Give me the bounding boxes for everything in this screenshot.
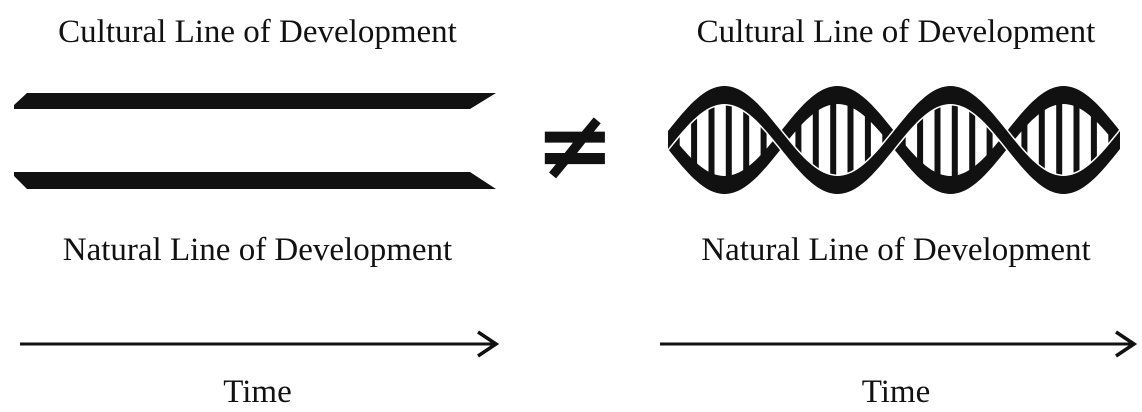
base-pair bbox=[917, 110, 924, 170]
right-arrow-icon bbox=[660, 330, 1138, 358]
base-pair bbox=[951, 95, 958, 185]
base-pair bbox=[725, 95, 732, 185]
base-pair bbox=[1090, 110, 1097, 170]
base-pair bbox=[1073, 97, 1080, 183]
base-pair bbox=[691, 110, 698, 170]
base-pair bbox=[1056, 95, 1063, 185]
time-label: Time bbox=[223, 374, 292, 410]
time-label: Time bbox=[861, 374, 931, 410]
cultural-line-label: Cultural Line of Development bbox=[58, 14, 457, 50]
helix-strand bbox=[666, 85, 1122, 195]
base-pair bbox=[864, 110, 871, 170]
natural-line-label: Natural Line of Development bbox=[701, 232, 1091, 268]
base-pair bbox=[969, 103, 976, 178]
cultural-line-label: Cultural Line of Development bbox=[696, 14, 1096, 50]
natural-line bbox=[14, 172, 496, 189]
not-equal-icon: ≠ bbox=[534, 89, 616, 201]
parallel-lines-icon bbox=[14, 93, 496, 189]
base-pair bbox=[934, 97, 941, 183]
right-arrow-icon bbox=[20, 330, 500, 358]
natural-line-label: Natural Line of Development bbox=[62, 232, 453, 268]
base-pair bbox=[743, 103, 750, 178]
base-pair bbox=[847, 97, 854, 183]
base-pair bbox=[1038, 103, 1045, 178]
right-panel: Cultural Line of Development Natural Lin… bbox=[650, 0, 1142, 410]
left-panel: Cultural Line of Development Natural Lin… bbox=[0, 0, 515, 410]
cultural-line bbox=[14, 93, 496, 109]
base-pair bbox=[708, 97, 715, 183]
base-pair bbox=[830, 95, 837, 185]
base-pair bbox=[812, 103, 819, 178]
double-helix-icon bbox=[666, 85, 1122, 195]
